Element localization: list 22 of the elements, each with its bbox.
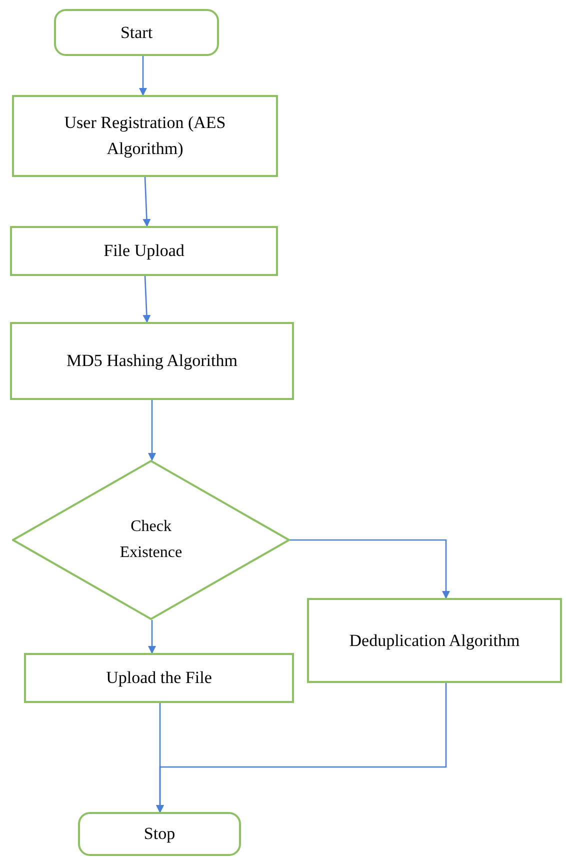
terminal-box <box>78 812 241 856</box>
process-box <box>24 653 294 703</box>
arrow <box>139 56 147 96</box>
terminal-box <box>54 9 219 56</box>
node-label: Start <box>120 22 153 44</box>
process-box <box>12 95 278 177</box>
arrow <box>142 176 151 227</box>
process-box <box>10 226 278 276</box>
node-label: Deduplication Algorithm <box>349 630 520 652</box>
arrow <box>142 276 151 323</box>
process-box <box>10 322 294 400</box>
arrow <box>156 683 447 813</box>
node-label: MD5 Hashing Algorithm <box>66 350 238 372</box>
node-label: File Upload <box>104 240 184 262</box>
process-box <box>307 598 562 683</box>
arrow <box>290 539 450 599</box>
node-label: Stop <box>144 823 176 845</box>
decision-label: Check Existence <box>118 517 184 563</box>
node-label: Upload the File <box>106 667 212 689</box>
arrow <box>148 400 156 461</box>
node-label: User Registration (AES Algorithm) <box>63 112 227 160</box>
arrow <box>148 620 156 654</box>
